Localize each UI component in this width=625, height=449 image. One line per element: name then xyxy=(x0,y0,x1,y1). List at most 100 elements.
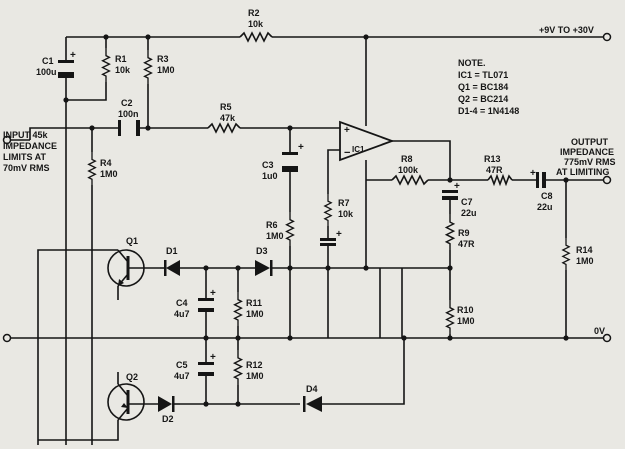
capacitor-c5 xyxy=(198,362,214,376)
input-terminal xyxy=(2,135,12,145)
svg-text:D3: D3 xyxy=(256,246,268,256)
resistor-r10 xyxy=(445,298,455,336)
svg-text:C5: C5 xyxy=(176,360,188,370)
svg-text:22u: 22u xyxy=(537,202,553,212)
svg-text:R10: R10 xyxy=(457,305,474,315)
svg-text:LIMITS AT: LIMITS AT xyxy=(3,152,46,162)
input-note: INPUT 45k IMPEDANCE LIMITS AT 70mV RMS xyxy=(3,130,57,173)
resistor-r14 xyxy=(561,236,571,272)
svg-text:AT LIMITING: AT LIMITING xyxy=(556,167,609,177)
svg-text:D1: D1 xyxy=(166,246,178,256)
svg-text:100n: 100n xyxy=(118,109,139,119)
wiring xyxy=(10,36,604,445)
capacitor-c4 xyxy=(198,298,214,312)
svg-text:C4: C4 xyxy=(176,298,188,308)
svg-text:1M0: 1M0 xyxy=(100,169,118,179)
svg-text:R11: R11 xyxy=(246,298,262,308)
svg-text:C1: C1 xyxy=(42,56,54,66)
capacitor-c6 xyxy=(320,238,336,246)
svg-text:1M0: 1M0 xyxy=(266,231,284,241)
ground-terminal-right xyxy=(602,333,612,343)
capacitor-c7 xyxy=(442,190,458,200)
label-d4: D4 xyxy=(306,384,318,394)
svg-text:C7: C7 xyxy=(461,197,473,207)
svg-text:R3: R3 xyxy=(157,54,169,64)
svg-text:R12: R12 xyxy=(246,360,263,370)
svg-text:1M0: 1M0 xyxy=(246,371,264,381)
svg-text:4u7: 4u7 xyxy=(174,371,190,381)
resistor-r9 xyxy=(445,212,455,252)
svg-text:47k: 47k xyxy=(220,113,236,123)
svg-text:+: + xyxy=(530,168,536,179)
svg-text:Q2 = BC214: Q2 = BC214 xyxy=(458,94,508,104)
svg-text:+: + xyxy=(210,288,216,299)
resistor-r3 xyxy=(143,48,153,86)
label-d1: D1 xyxy=(166,246,178,256)
opamp-plus-pin: + xyxy=(344,125,350,136)
label-q1: Q1 xyxy=(126,236,138,246)
diode-d1 xyxy=(160,260,198,276)
svg-text:IC1 = TL071: IC1 = TL071 xyxy=(458,70,508,80)
svg-text:22u: 22u xyxy=(461,208,477,218)
svg-text:47R: 47R xyxy=(486,165,503,175)
svg-text:IMPEDANCE: IMPEDANCE xyxy=(3,141,57,151)
capacitor-c3 xyxy=(282,152,298,172)
ground-terminal-left xyxy=(2,333,12,343)
svg-text:1M0: 1M0 xyxy=(246,309,264,319)
svg-text:R9: R9 xyxy=(458,228,470,238)
svg-text:47R: 47R xyxy=(458,239,475,249)
svg-text:+: + xyxy=(210,352,216,363)
diode-d4 xyxy=(303,396,322,412)
parts-note: NOTE. IC1 = TL071 Q1 = BC184 Q2 = BC214 … xyxy=(458,58,519,116)
svg-text:70mV RMS: 70mV RMS xyxy=(3,163,50,173)
svg-text:D1-4 = 1N4148: D1-4 = 1N4148 xyxy=(458,106,519,116)
svg-text:C2: C2 xyxy=(121,98,133,108)
resistor-r2 xyxy=(239,31,273,43)
supply-terminal xyxy=(602,32,612,42)
svg-text:+: + xyxy=(336,229,342,240)
resistor-r4 xyxy=(87,150,97,187)
svg-text:D4: D4 xyxy=(306,384,318,394)
transistor-q2 xyxy=(107,383,150,421)
svg-text:Q2: Q2 xyxy=(126,372,138,382)
capacitor-c8 xyxy=(536,172,546,188)
svg-text:OUTPUT: OUTPUT xyxy=(571,137,609,147)
svg-text:R14: R14 xyxy=(576,245,593,255)
resistor-r1 xyxy=(101,46,111,84)
svg-text:IMPEDANCE: IMPEDANCE xyxy=(560,147,614,157)
svg-text:+: + xyxy=(298,142,304,153)
svg-text:1M0: 1M0 xyxy=(457,316,475,326)
transistor-q1 xyxy=(107,249,148,287)
resistor-r6 xyxy=(285,210,295,248)
svg-text:+: + xyxy=(454,181,460,192)
svg-text:R6: R6 xyxy=(266,220,278,230)
svg-text:10k: 10k xyxy=(248,19,264,29)
svg-text:R4: R4 xyxy=(100,158,112,168)
svg-text:D2: D2 xyxy=(162,414,174,424)
svg-text:R2: R2 xyxy=(248,8,260,18)
svg-text:Q1: Q1 xyxy=(126,236,138,246)
svg-text:NOTE.: NOTE. xyxy=(458,58,486,68)
svg-text:1M0: 1M0 xyxy=(157,65,175,75)
svg-text:R8: R8 xyxy=(401,154,413,164)
diode-d2 xyxy=(158,396,180,412)
svg-text:+: + xyxy=(70,50,76,61)
svg-text:100k: 100k xyxy=(398,165,419,175)
